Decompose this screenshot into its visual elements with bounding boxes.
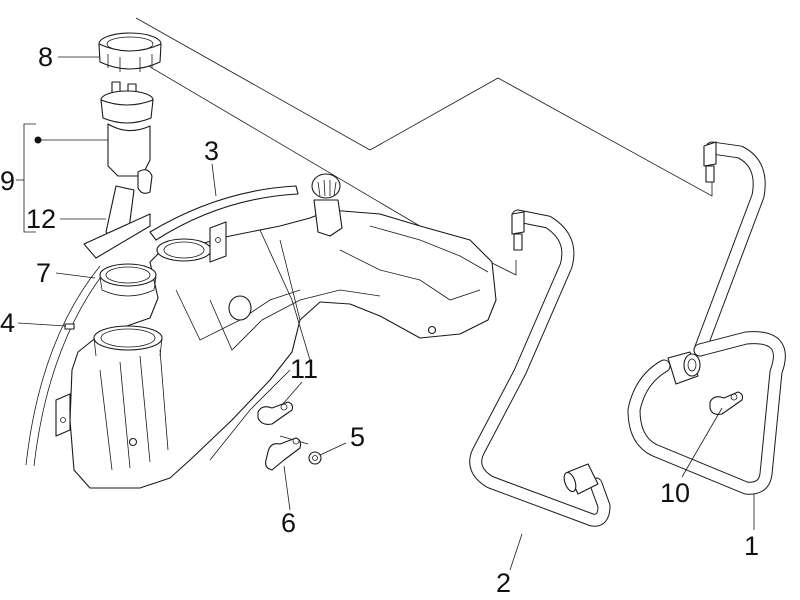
overflow-tube-part — [25, 265, 107, 467]
nut-part-5 — [308, 451, 322, 465]
tank-pocket — [228, 295, 252, 321]
pump-gasket — [83, 213, 151, 259]
callout-5: 5 — [350, 422, 365, 452]
callout-4: 4 — [0, 308, 15, 338]
filler-cap — [311, 173, 341, 199]
ring-nut-part — [98, 32, 162, 72]
tube-clip — [64, 323, 75, 330]
breather-tube-part — [149, 185, 299, 241]
lower-filler-neck — [93, 325, 163, 351]
callout-8: 8 — [38, 42, 53, 72]
assembly-bullet-marker — [34, 136, 42, 144]
drain-valve — [128, 437, 138, 447]
filler-turret — [313, 199, 343, 237]
clamp-part-11 — [257, 401, 294, 425]
callout-7: 7 — [36, 258, 51, 288]
pump-hook — [137, 169, 153, 194]
callout-11: 11 — [290, 354, 318, 384]
hose-elbow-fitting-right — [703, 141, 717, 167]
side-tab — [55, 393, 71, 437]
callout-1: 1 — [744, 531, 759, 561]
fuel-hose-part-1 — [627, 141, 786, 495]
clamp-part-10 — [709, 391, 744, 415]
callout-labels: 8 9 12 7 4 3 11 5 6 2 10 1 — [0, 42, 759, 598]
fuel-hose-part-2 — [469, 209, 611, 527]
callout-2: 2 — [496, 568, 511, 598]
callout-12: 12 — [26, 204, 56, 234]
clip-part-6 — [265, 435, 309, 471]
fuel-pump-assembly-part — [83, 81, 154, 259]
callout-leaders — [16, 56, 755, 571]
callout-9: 9 — [0, 166, 15, 196]
fuel-tank-body — [55, 173, 497, 489]
mounting-bracket — [209, 221, 227, 263]
pump-body — [107, 123, 151, 177]
callout-3: 3 — [204, 136, 219, 166]
o-ring-seal-part — [99, 263, 157, 297]
callout-6: 6 — [281, 508, 296, 538]
outlet-nipple — [427, 325, 437, 335]
hose-elbow-fitting — [511, 211, 525, 235]
callout-10: 10 — [660, 478, 690, 508]
